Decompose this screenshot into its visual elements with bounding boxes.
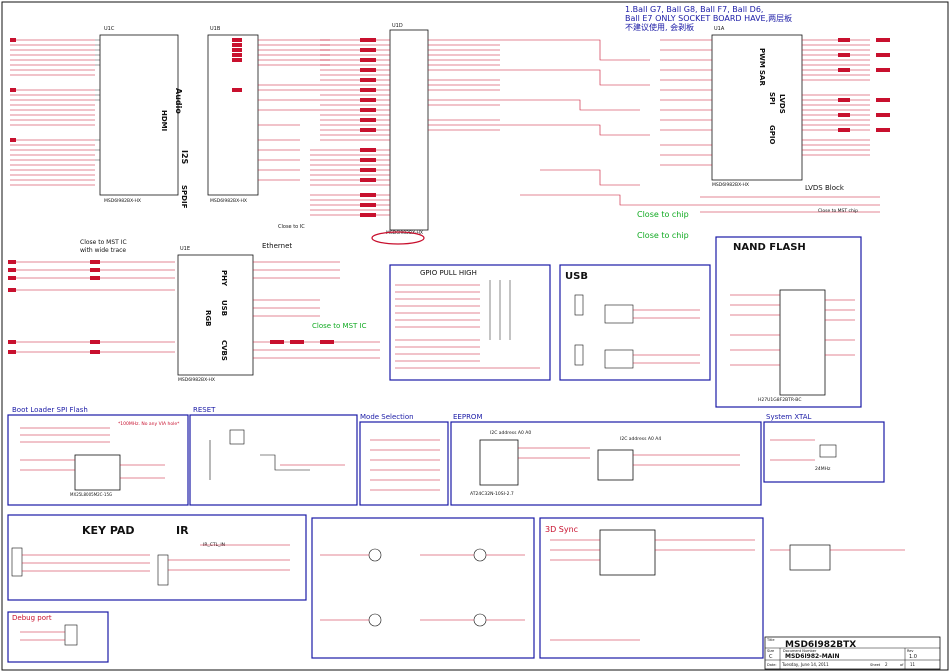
- sheet-number: 2: [885, 662, 888, 667]
- chip-u1e-video: U1E MSD6I982BX-HX PHY USB RGB CVBS Ether…: [177, 242, 380, 383]
- level-shift-block: [311, 517, 535, 659]
- nand-chip-part: H27U1G8F2BTR-BC: [758, 397, 801, 403]
- rev-value: 1.0: [909, 654, 917, 660]
- vga-nets: [8, 260, 175, 354]
- nand-flash-title: NAND FLASH: [733, 242, 806, 253]
- ts-nets: [500, 39, 700, 206]
- rev-label: Rev: [907, 649, 914, 653]
- chip-u1b-audio: U1B MSD6I982BX-HX Audio I2S SPDIF: [174, 26, 330, 209]
- flash-speed-note: *100MHz. No any VIA hole*: [118, 421, 180, 427]
- keypad-title: KEY PAD: [82, 524, 135, 537]
- block-label-rgb: RGB: [204, 310, 212, 326]
- system-xtal-block: System XTAL 24MHz: [763, 413, 885, 483]
- block-label-sar: SAR: [758, 70, 766, 86]
- ethernet-label: Ethernet: [262, 242, 292, 250]
- chip-u1d-ref: U1D: [392, 23, 403, 29]
- chip-u1e-part: MSD6I982BX-HX: [178, 377, 215, 383]
- note-close-to-chip-2: Close to chip: [637, 231, 689, 240]
- system-xtal-title: System XTAL: [766, 413, 812, 421]
- chip-u1a-ref: U1A: [714, 26, 725, 32]
- block-label-pwm: PWM: [758, 48, 766, 68]
- chip-u1c: U1C MSD6I982BX-HX HDMI: [95, 26, 179, 204]
- block-label-gpio: GPIO: [768, 125, 776, 144]
- date-value: Tuesday, June 14, 2011: [781, 662, 829, 667]
- debug-port-title: Debug port: [12, 614, 52, 622]
- nand-flash-block: NAND FLASH H27U1G8F2BTR-BC: [715, 236, 862, 408]
- flash-chip-part: MX25L8005M2C-15G: [70, 492, 112, 497]
- doc-number-label: Document Number: [783, 649, 817, 653]
- date-label: Date:: [767, 663, 777, 667]
- chip-u1c-part: MSD6I982BX-HX: [104, 198, 141, 204]
- chip-u1a-part: MSD6I982BX-HX: [712, 182, 749, 188]
- of-label: of: [900, 663, 904, 667]
- note-close-to-ic-left: Close to IC: [278, 224, 305, 230]
- i2c-address-note: I2C address A0 A0: [490, 430, 531, 436]
- mode-selection-title: Mode Selection: [360, 413, 414, 421]
- block-label-spi: SPI: [768, 92, 776, 105]
- block-label-spdif: SPDIF: [180, 185, 188, 209]
- chip-u1d-center: U1D MSD6I982BX-HX: [310, 23, 500, 245]
- sync-3d-block: 3D Sync: [539, 517, 764, 659]
- keypad-ir-block: KEY PAD IR IR_CTL_IN: [7, 514, 307, 601]
- boot-loader-block: Boot Loader SPI Flash *100MHz. No any VI…: [7, 406, 189, 506]
- eeprom-block: EEPROM AT24C32N-10SI-2.7 I2C address A0 …: [450, 413, 762, 506]
- chip-u1b-ref: U1B: [210, 26, 221, 32]
- doc-number: MSD6I982-MAIN: [785, 653, 840, 660]
- note-close-to-mst-ic: Close to MST IC: [312, 322, 367, 330]
- xtal-freq: 24MHz: [815, 466, 831, 472]
- label-hdmi-a: HDMI: [160, 110, 168, 131]
- ir-title: IR: [176, 524, 189, 537]
- reset-block: RESET: [189, 406, 358, 506]
- i2c-address-note-2: I2C address A0 A4: [620, 436, 661, 442]
- highlight-caps-oval: [371, 231, 425, 245]
- chip-u1e-ref: U1E: [180, 246, 190, 252]
- chip-u1d-part: MSD6I982BX-HX: [386, 230, 423, 236]
- note-close-to-chip-1: Close to chip: [637, 210, 689, 219]
- mode-selection-block: Mode Selection: [359, 413, 449, 506]
- block-label-usb-chip: USB: [220, 300, 228, 316]
- eeprom-chip-part: AT24C32N-10SI-2.7: [470, 491, 514, 497]
- sheet-title: MSD6I982BTX: [785, 640, 856, 650]
- title-block: Title MSD6I982BTX Size C Document Number…: [764, 636, 941, 670]
- note-line-2: Ball E7 ONLY SOCKET BOARD HAVE,两层板: [625, 13, 792, 23]
- gpio-pull-high-block: GPIO PULL HIGH: [389, 264, 551, 381]
- note-line-1: 1.Ball G7, Ball G8, Ball F7, Ball D6,: [625, 5, 763, 14]
- lvds-block-label: LVDS Block: [805, 184, 845, 192]
- note-close-to-mst-ic-wide: Close to MST IC: [80, 239, 127, 246]
- block-label-i2s: I2S: [180, 150, 189, 165]
- usb-title: USB: [565, 271, 588, 282]
- block-label-cvbs: CVBS: [220, 340, 228, 361]
- title-label: Title: [766, 638, 775, 642]
- note-line-3: 不建议使用, 会剥板: [625, 22, 694, 32]
- sync-3d-title: 3D Sync: [545, 525, 578, 534]
- eeprom-title: EEPROM: [453, 413, 482, 421]
- sheet-label: Sheet: [870, 663, 881, 667]
- debug-port-block: Debug port: [7, 611, 109, 663]
- top-note: 1.Ball G7, Ball G8, Ball F7, Ball D6, Ba…: [625, 5, 792, 32]
- hdmi-input-nets: [10, 38, 95, 186]
- sheet-size: C: [769, 654, 773, 660]
- chip-u1a-lvds: U1A MSD6I982BX-HX PWM SAR SPI GPIO LVDS: [660, 26, 890, 188]
- usb-block: USB: [559, 264, 711, 381]
- note-with-wide-trace: with wide trace: [80, 247, 126, 254]
- chip-u1c-ref: U1C: [104, 26, 115, 32]
- reset-title: RESET: [193, 406, 216, 414]
- sheet-total: 11: [910, 662, 916, 667]
- chip-u1b-part: MSD6I982BX-HX: [210, 198, 247, 204]
- boot-loader-title: Boot Loader SPI Flash: [12, 406, 88, 414]
- regulator-area: [770, 544, 905, 571]
- block-label-lvds: LVDS: [778, 94, 786, 114]
- block-label-audio: Audio: [174, 88, 183, 114]
- note-close-to-mst-chip: Close to MST chip: [818, 208, 858, 214]
- gpio-pull-high-title: GPIO PULL HIGH: [420, 269, 477, 277]
- block-label-phy: PHY: [220, 270, 228, 287]
- size-label: Size: [767, 649, 774, 653]
